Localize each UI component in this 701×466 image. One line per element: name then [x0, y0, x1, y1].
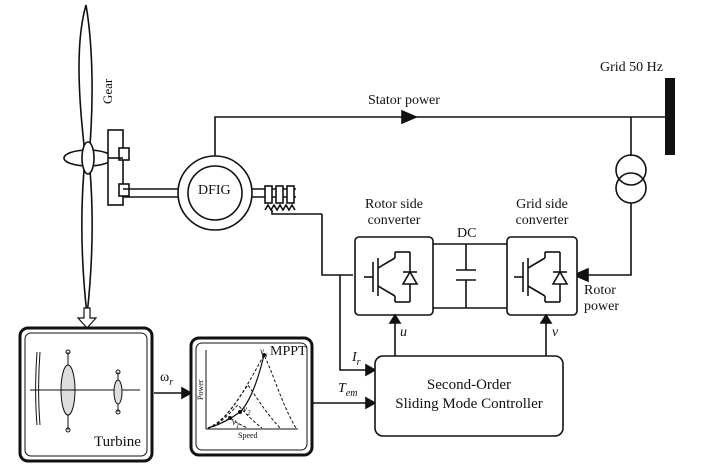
dfig-inner: [187, 165, 243, 221]
slip-ring-2: [275, 185, 284, 204]
mppt-curve-label-n-sub: n: [264, 350, 268, 359]
mppt-curve-label-2: v2: [243, 404, 251, 417]
ir-feedback-line: [339, 275, 370, 371]
grid-label: Grid 50 Hz: [600, 60, 663, 75]
rotor-side-converter-label: Rotor side converter: [352, 197, 436, 229]
stator-power-arrow: [401, 109, 419, 125]
hollow-down-arrow: [76, 307, 98, 329]
turbine-blade-upper: [78, 4, 93, 146]
mppt-curve-label-1-v: v: [232, 417, 236, 427]
tem-symbol: T: [338, 381, 346, 396]
rotor-power-line1: Rotor: [584, 283, 616, 298]
mppt-curve-label-n-v: v: [260, 346, 264, 356]
rotor-power-line2: power: [584, 299, 619, 314]
mppt-curve-label-2-sub: 2: [247, 408, 251, 417]
omega-symbol: ω: [160, 370, 170, 385]
controller-label: Second-Order Sliding Mode Controller: [375, 376, 563, 414]
ir-symbol: I: [352, 350, 357, 365]
mppt-curve-label-1-sub: 1: [236, 421, 240, 430]
mppt-curve-label-1: v1: [232, 417, 240, 430]
mppt-label: MPPT: [270, 344, 307, 359]
ir-subscript: r: [356, 356, 361, 368]
mppt-panel: [189, 336, 314, 457]
v-label: v: [552, 325, 559, 340]
rotor-side-converter-line1: Rotor side: [365, 197, 423, 212]
mppt-curve-label-2-v: v: [243, 404, 247, 414]
slip-ring-1: [264, 185, 273, 204]
slip-ring-3: [286, 185, 295, 204]
mppt-ylabel: Power: [196, 379, 205, 400]
stator-power-label: Stator power: [368, 93, 440, 108]
controller-line2: Sliding Mode Controller: [395, 396, 543, 412]
mppt-xlabel: Speed: [238, 431, 258, 440]
stator-power-line: [214, 116, 665, 160]
transformer-lower-coil: [615, 172, 647, 204]
grid-side-converter-label: Grid side converter: [500, 197, 584, 229]
turbine-panel: [18, 326, 154, 463]
turbine-blade-lower: [81, 169, 93, 316]
tem-subscript: em: [345, 387, 358, 399]
grid-bus-bar: [665, 78, 675, 155]
dfig-label: DFIG: [198, 183, 231, 198]
omega-label: ωr: [160, 370, 173, 388]
transformer-upper-coil: [615, 154, 647, 186]
grid-side-converter-line2: converter: [515, 213, 569, 228]
omega-subscript: r: [169, 376, 174, 388]
turbine-label: Turbine: [94, 434, 141, 450]
rotor-power-label: Rotor power: [584, 283, 619, 315]
grid-side-converter: [506, 236, 578, 316]
smc-controller-block: [374, 355, 564, 437]
mppt-curve-label-n: vn: [260, 346, 268, 359]
rotor-side-converter: [354, 236, 434, 316]
mppt-curve-2: [207, 404, 263, 429]
rotor-feed-line: [321, 214, 353, 276]
dc-label: DC: [457, 226, 477, 241]
mppt-curve-mid: [207, 384, 281, 429]
tem-label: Tem: [338, 381, 357, 399]
u-label: u: [400, 325, 407, 340]
gear-label: Gear: [100, 78, 115, 104]
rotor-power-arrow: [571, 267, 589, 283]
rotor-side-converter-line2: converter: [367, 213, 421, 228]
controller-line1: Second-Order: [426, 377, 512, 393]
ir-label: Ir: [352, 350, 361, 368]
grid-side-converter-line1: Grid side: [516, 197, 568, 212]
